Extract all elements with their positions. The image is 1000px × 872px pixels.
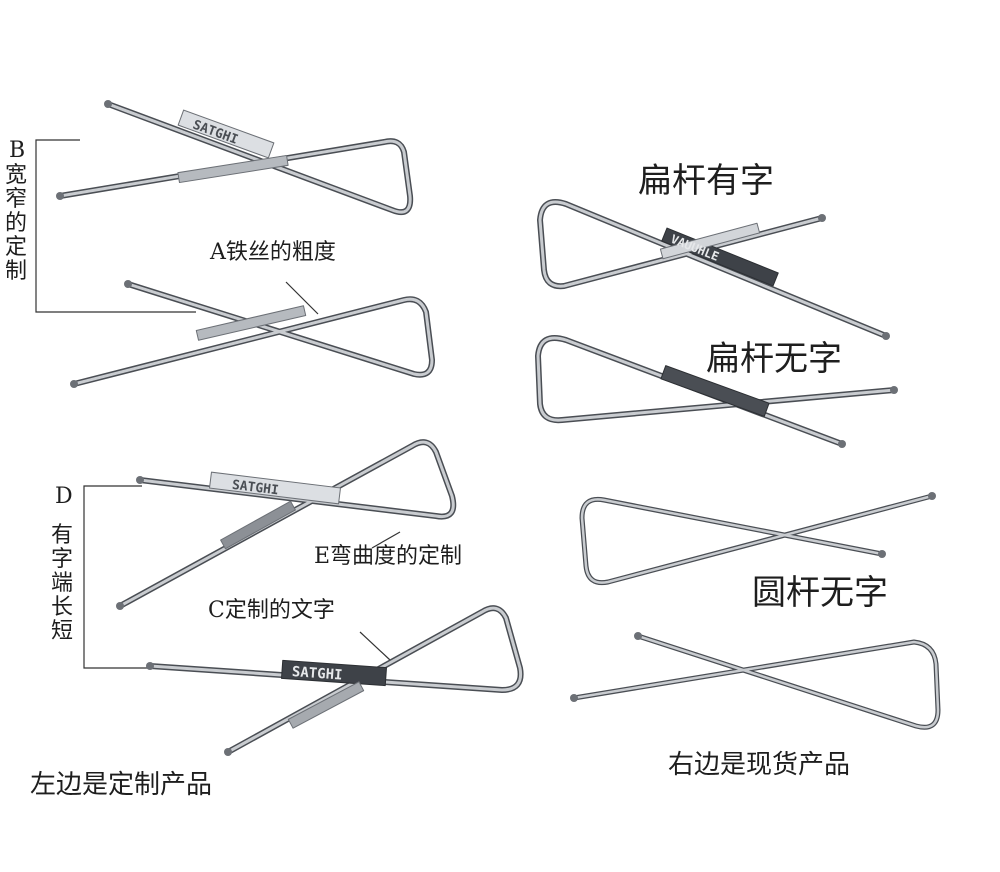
pin-4 (146, 605, 524, 756)
pin-2 (70, 280, 435, 388)
engraving-pin-4: SATGHI (291, 664, 343, 683)
leader-c (359, 631, 391, 661)
label-d-text: 有字端长短 (50, 523, 73, 644)
label-d-letter: D (55, 484, 73, 509)
bracket-b (35, 139, 196, 313)
pin-5 (537, 199, 890, 340)
label-right-stock-products: 右边是现货产品 (668, 750, 851, 780)
pin-6 (535, 335, 898, 448)
label-b-letter: B (9, 138, 26, 163)
label-e-curvature-custom: E弯曲度的定制 (314, 544, 463, 569)
leader-a (285, 281, 319, 315)
pin-7 (579, 492, 936, 586)
pin-3 (116, 439, 457, 610)
label-c-custom-text: C定制的文字 (208, 598, 335, 623)
bracket-d (83, 485, 148, 669)
label-b-text: 宽窄的定制 (4, 163, 27, 284)
label-flat-no-text: 扁杆无字 (706, 339, 842, 379)
pin-1 (56, 100, 414, 216)
label-round-no-text: 圆杆无字 (752, 573, 888, 613)
engraving-pin-3: SATGHI (231, 478, 279, 499)
label-left-custom-products: 左边是定制产品 (30, 770, 213, 800)
pin-8 (570, 632, 941, 730)
label-flat-with-text: 扁杆有字 (638, 161, 774, 201)
label-a-wire-thickness: A铁丝的粗度 (210, 240, 336, 265)
leader-e (371, 531, 401, 549)
